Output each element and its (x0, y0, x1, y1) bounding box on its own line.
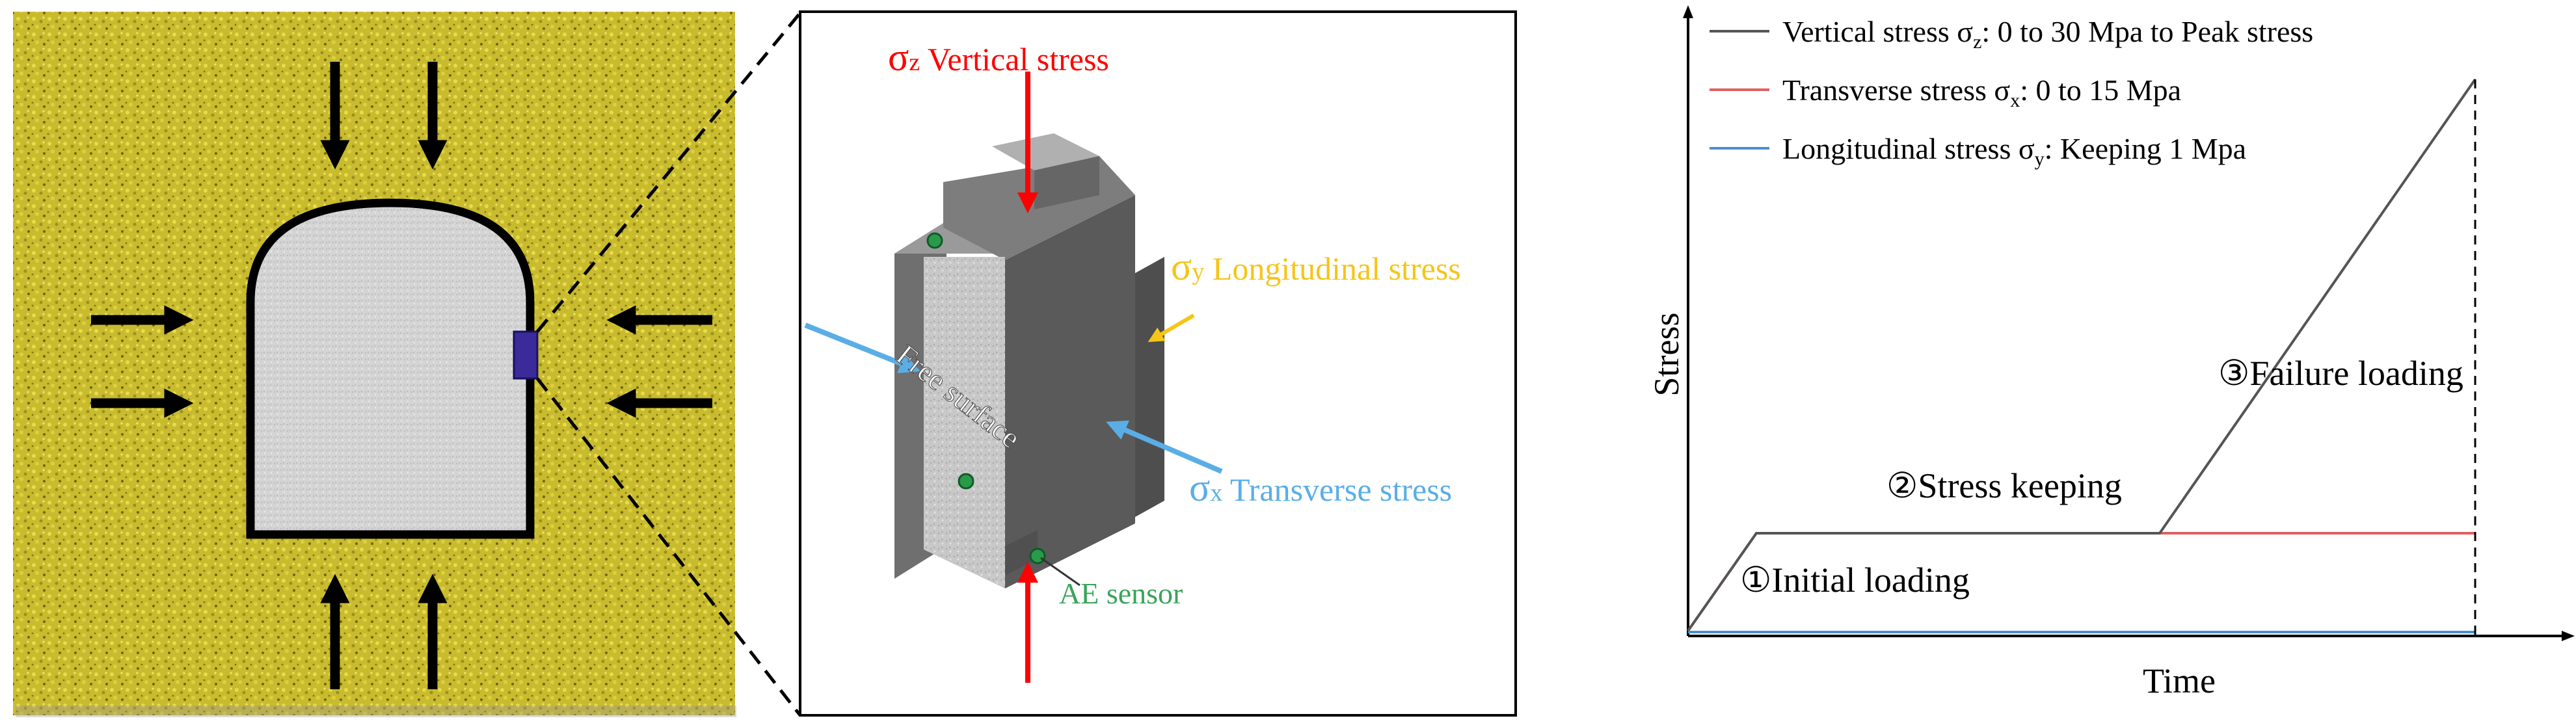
stress-path-chart: Stress Time Vertical stress σz: 0 to 30 … (1647, 5, 2575, 700)
specimen-block (894, 133, 1164, 588)
longitudinal-stress-label: σy Longitudinal stress (1171, 245, 1461, 288)
y-axis-label: Stress (1647, 312, 1686, 396)
stage-label: ②Stress keeping (1886, 466, 2122, 505)
series-vertical (1687, 78, 2476, 632)
panel-specimen: σz Vertical stress σy Longitudinal stres… (799, 10, 1517, 717)
legend-label: Vertical stress σz: 0 to 30 Mpa to Peak … (1782, 15, 2313, 53)
ae-sensor-leader (1040, 557, 1080, 587)
vertical-stress-label: σz Vertical stress (888, 36, 1109, 79)
zoom-connectors (536, 12, 801, 717)
tunnel-opening (246, 198, 535, 539)
longitudinal-stress-arrow (1147, 313, 1195, 343)
far-field-arrows (91, 62, 712, 689)
ae-sensor-label: AE sensor (1059, 577, 1183, 610)
chart-legend: Vertical stress σz: 0 to 30 Mpa to Peak … (1710, 15, 2313, 170)
transverse-stress-arrow-right (1106, 420, 1223, 474)
transverse-stress-arrow-left (804, 323, 920, 373)
specimen-location (513, 330, 539, 380)
transverse-stress-label: σx Transverse stress (1189, 466, 1452, 509)
stage-label: ①Initial loading (1740, 561, 1970, 600)
legend-label: Longitudinal stress σy: Keeping 1 Mpa (1782, 132, 2246, 170)
panel-tunnel (13, 12, 736, 717)
zoom-line-top (536, 12, 801, 333)
loading-plate-top (992, 133, 1099, 170)
zoom-line-bottom (536, 377, 801, 717)
x-axis-label: Time (2143, 661, 2216, 700)
ae-sensor-dot-1 (926, 232, 943, 249)
block-right-face (1005, 195, 1135, 588)
loading-plate-side (1034, 156, 1099, 209)
chart-series (1687, 78, 2476, 636)
stage-label: ③Failure loading (2218, 354, 2463, 393)
free-surface-face (924, 257, 1005, 588)
bottom-step (1005, 530, 1038, 575)
ae-sensor-dot-3 (1029, 548, 1046, 564)
stage-labels: ①Initial loading ②Stress keeping ③Failure … (1740, 354, 2463, 600)
side-plate (1135, 257, 1164, 517)
rock-shadow (16, 706, 736, 717)
ae-sensor-dot-2 (958, 473, 974, 490)
legend-label: Transverse stress σx: 0 to 15 Mpa (1782, 73, 2181, 111)
